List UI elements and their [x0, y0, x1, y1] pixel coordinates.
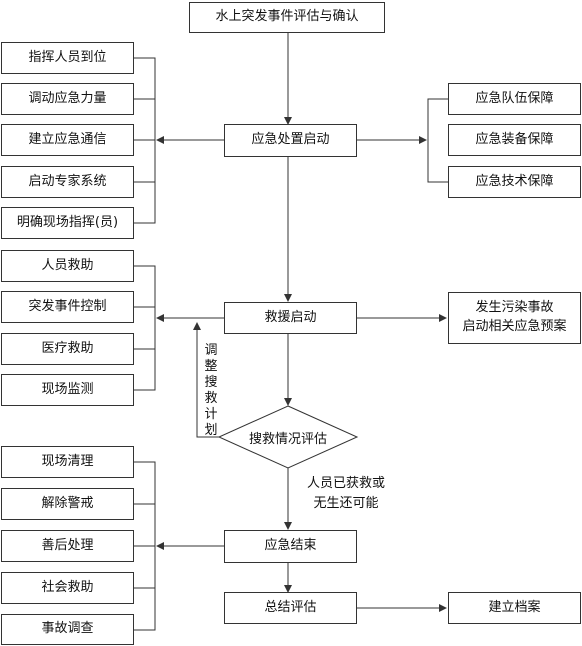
left3-item-0: 现场清理	[1, 446, 134, 478]
decision-diamond	[217, 405, 359, 469]
left1-item-3: 启动专家系统	[1, 166, 134, 198]
assessment-label: 搜救情况评估	[248, 432, 327, 447]
left2-item-2: 医疗救助	[1, 333, 134, 365]
pollution-box: 发生污染事故 启动相关应急预案	[448, 292, 581, 344]
right1-item-2: 应急技术保障	[448, 166, 581, 198]
rescue-start-box: 救援启动	[224, 302, 357, 334]
left3-item-3: 社会救助	[1, 572, 134, 604]
left2-item-0: 人员救助	[1, 250, 134, 282]
feedback-label: 调整搜救计划	[204, 343, 218, 438]
pollution-line1: 发生污染事故	[475, 300, 554, 316]
pollution-line2: 启动相关应急预案	[462, 319, 567, 334]
left3-item-4: 事故调查	[1, 614, 134, 645]
right1-item-1: 应急装备保障	[448, 124, 581, 156]
feedback-loop-line	[193, 322, 219, 438]
bracket-right-1	[427, 98, 448, 183]
right1-item-0: 应急队伍保障	[448, 83, 581, 115]
condition-line1: 人员已获救或	[306, 476, 385, 491]
emergency-end-box: 应急结束	[224, 530, 357, 563]
archive-box: 建立档案	[448, 592, 581, 624]
left2-item-3: 现场监测	[1, 374, 134, 406]
left1-item-1: 调动应急力量	[1, 83, 134, 115]
left3-item-2: 善后处理	[1, 530, 134, 562]
left2-item-1: 突发事件控制	[1, 291, 134, 323]
title-box: 水上突发事件评估与确认	[189, 2, 385, 33]
condition-label: 人员已获救或 无生还可能	[296, 474, 396, 513]
emergency-start-box: 应急处置启动	[224, 124, 357, 157]
left1-item-2: 建立应急通信	[1, 124, 134, 156]
left1-item-0: 指挥人员到位	[1, 42, 134, 74]
left1-item-4: 明确现场指挥(员)	[1, 207, 134, 239]
left3-item-1: 解除警戒	[1, 488, 134, 520]
summary-box: 总结评估	[224, 592, 357, 624]
bracket-left-2	[134, 265, 156, 391]
condition-line2: 无生还可能	[313, 495, 379, 511]
